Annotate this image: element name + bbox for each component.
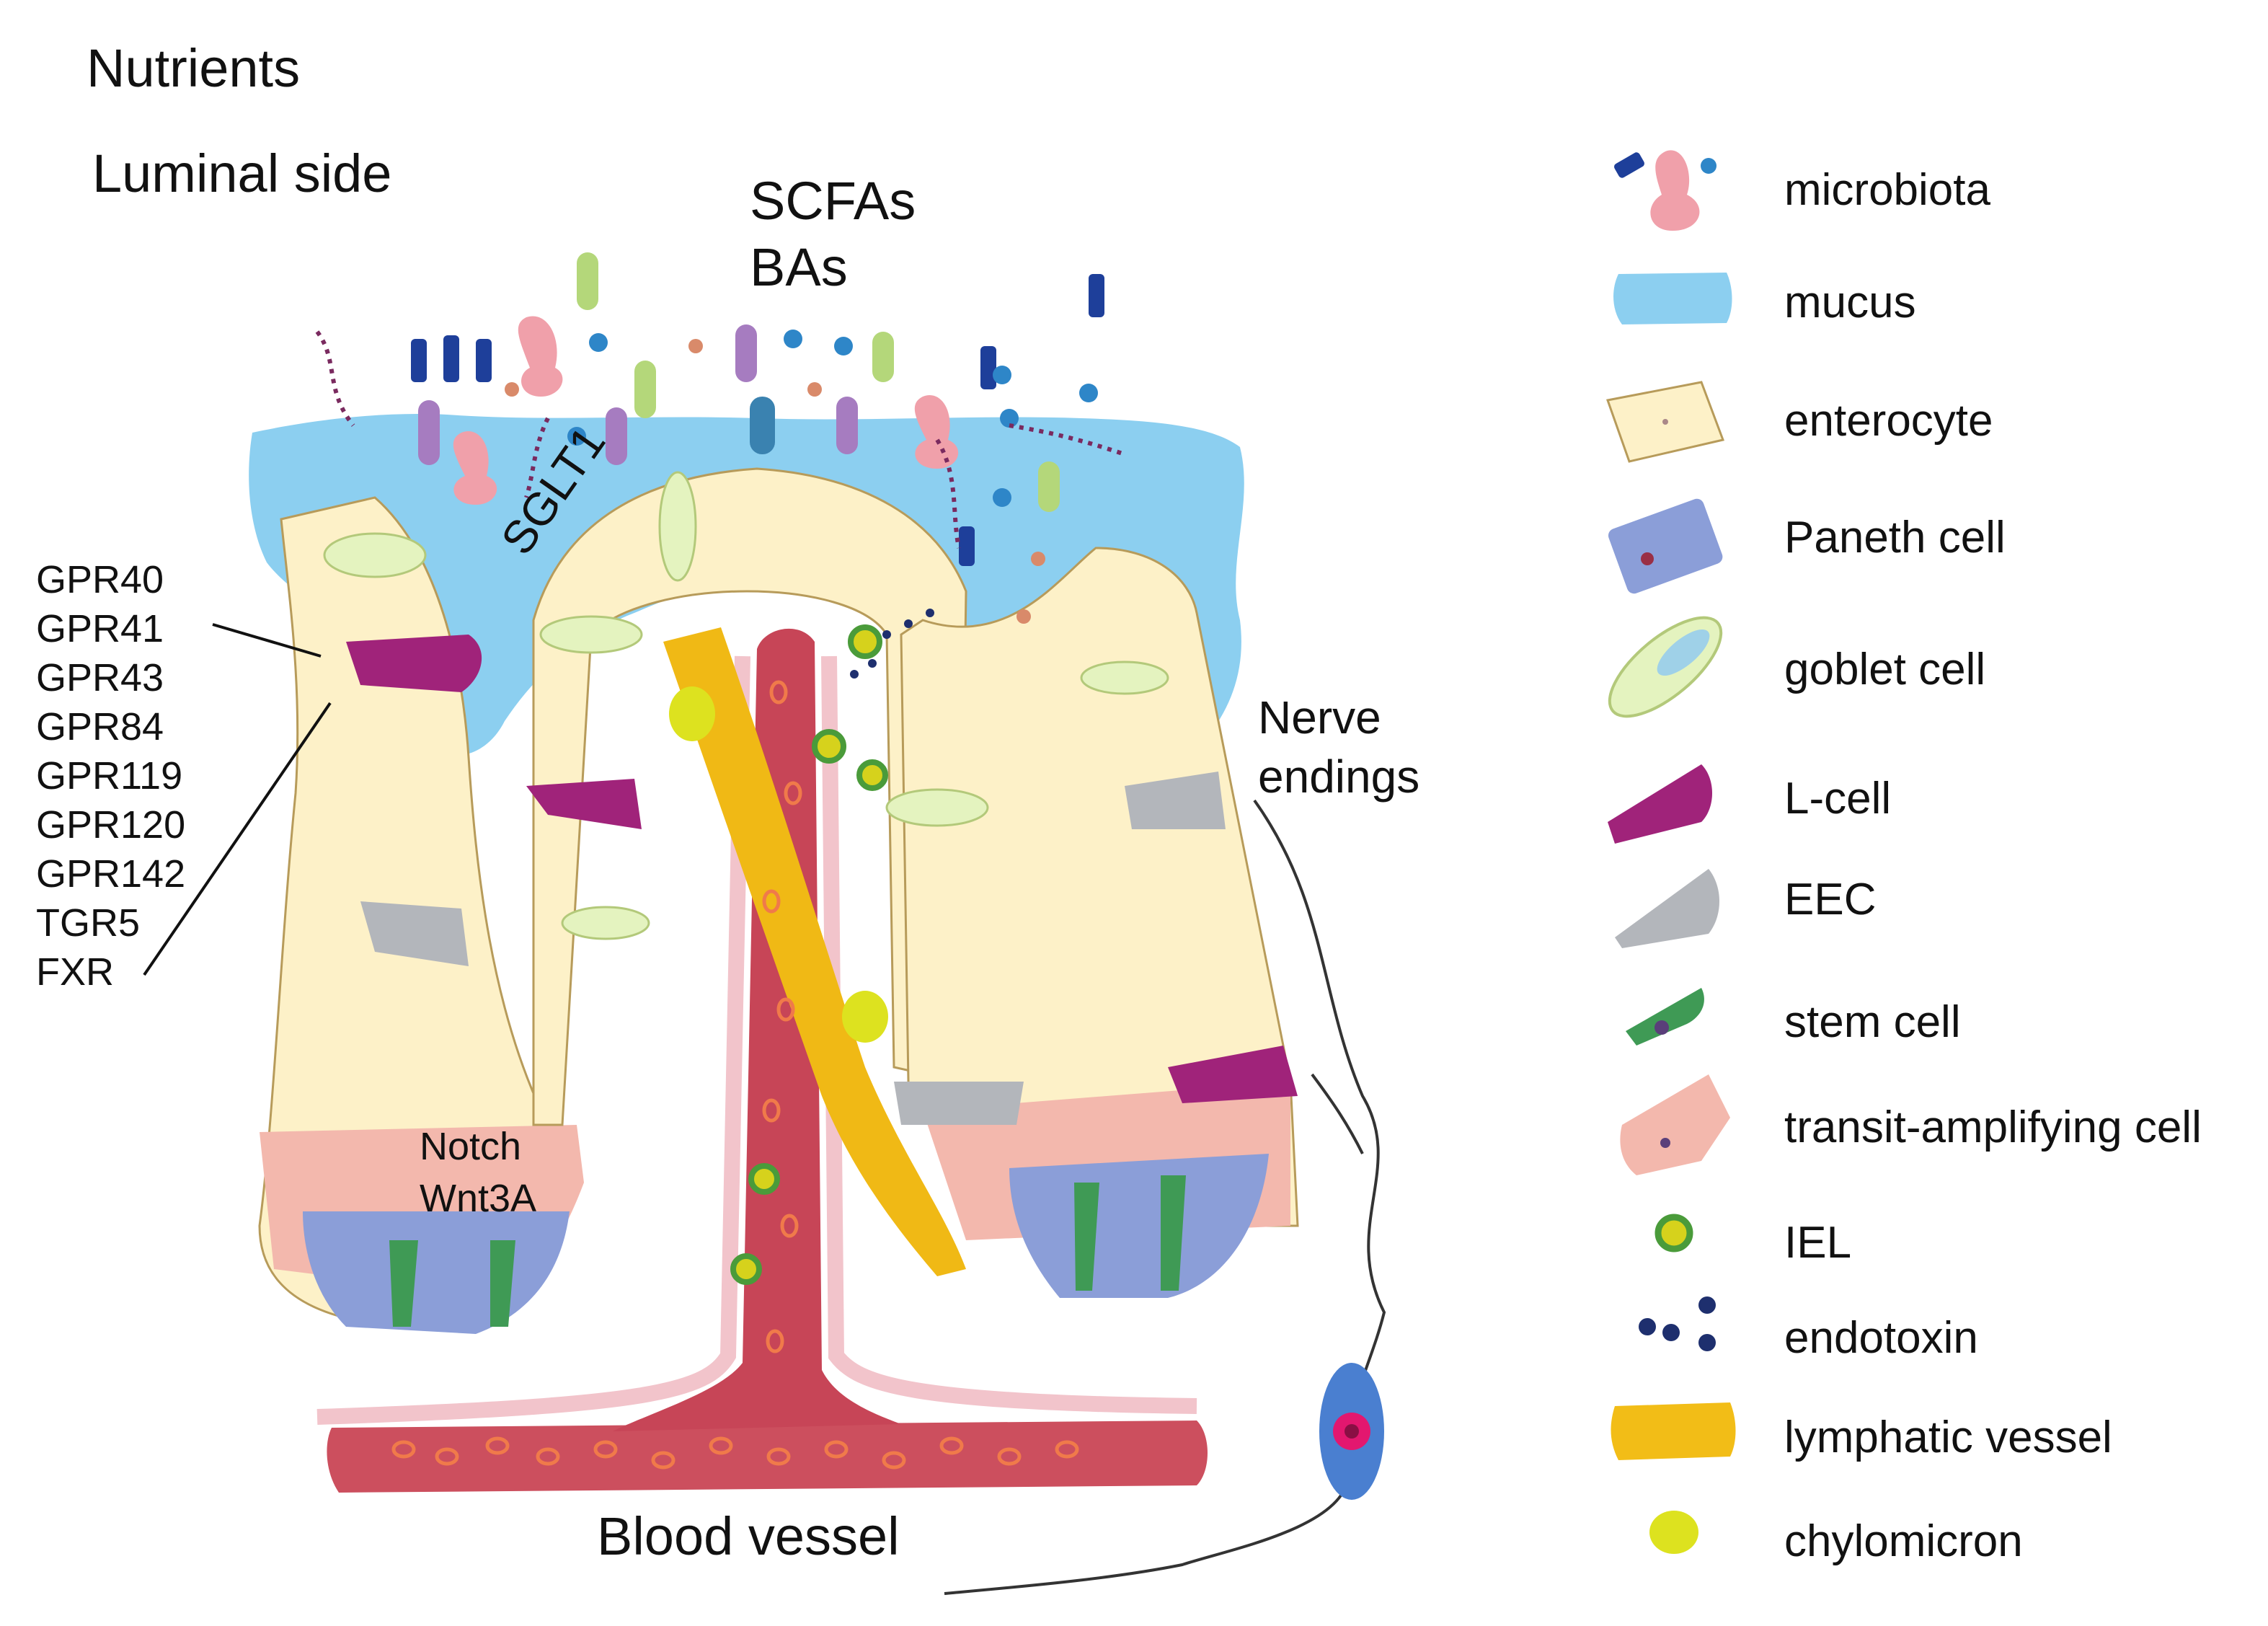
mucus-icon xyxy=(1613,273,1732,324)
legend-label-eec: EEC xyxy=(1784,875,1877,924)
legend-label-l-cell: L-cell xyxy=(1784,774,1892,823)
lymphatic-vessel xyxy=(663,627,966,1276)
legend-label-paneth: Paneth cell xyxy=(1784,513,2006,562)
l-cell xyxy=(346,635,482,692)
receptor-pointer xyxy=(143,702,332,976)
legend-label-enterocyte: enterocyte xyxy=(1784,396,1993,446)
bas-label: BAs xyxy=(750,237,848,297)
receptor-item: FXR xyxy=(36,950,114,994)
eec-icon xyxy=(1615,869,1719,948)
legend-label-iel: IEL xyxy=(1784,1218,1852,1268)
goblet-cell xyxy=(539,615,643,654)
red-blood-cells xyxy=(391,680,1079,1470)
lymphatic-vessel-icon xyxy=(1611,1402,1736,1460)
legend-label-microbiota: microbiota xyxy=(1784,165,1990,215)
receptor-item: GPR84 xyxy=(36,705,164,748)
receptor-item: GPR120 xyxy=(36,803,186,847)
l-cell xyxy=(526,779,642,829)
receptor-pointer xyxy=(212,623,322,658)
endothelium xyxy=(316,655,750,1425)
goblet-cell xyxy=(658,471,697,582)
l-cell-icon xyxy=(1608,764,1712,844)
stem-cell-icon xyxy=(1626,988,1704,1046)
l-cell xyxy=(1168,1046,1298,1103)
legend-label-chylomicron: chylomicron xyxy=(1784,1516,2023,1566)
iel-icon xyxy=(1655,1214,1693,1252)
eec xyxy=(894,1082,1024,1125)
legend-label-endotoxin: endotoxin xyxy=(1784,1313,1978,1363)
transit-amplifying-cell-icon xyxy=(1620,1074,1730,1175)
paneth-cell-icon xyxy=(1608,498,1723,594)
microbiota-icon xyxy=(1614,150,1716,231)
blood-vessel-label: Blood vessel xyxy=(597,1506,900,1566)
enterocyte-icon xyxy=(1606,381,1725,463)
endotoxin-icon xyxy=(1639,1296,1716,1351)
legend-label-transit: transit-amplifying cell xyxy=(1784,1103,2202,1152)
goblet-cell xyxy=(323,532,427,578)
iel xyxy=(730,1253,762,1285)
legend-label-goblet: goblet cell xyxy=(1784,645,1986,694)
goblet-cell xyxy=(561,906,650,940)
goblet-cell xyxy=(885,788,989,827)
nutrients-label: Nutrients xyxy=(87,38,301,98)
receptor-list: GPR40 GPR41 GPR43 GPR84 GPR119 GPR120 GP… xyxy=(36,555,185,997)
chylomicron xyxy=(669,686,715,741)
legend-label-lymphatic: lymphatic vessel xyxy=(1784,1413,2112,1462)
iel xyxy=(748,1163,780,1195)
legend-icons xyxy=(1606,150,1736,1554)
nerve-label: Nerve xyxy=(1258,692,1381,743)
eec xyxy=(1125,772,1226,829)
nerve-ending xyxy=(944,799,1386,1595)
goblet-cell xyxy=(1080,660,1169,695)
notch-label: Notch xyxy=(420,1125,522,1168)
receptor-item: GPR142 xyxy=(36,852,186,896)
receptor-item: GPR119 xyxy=(36,754,183,797)
goblet-cell-icon xyxy=(1608,616,1723,718)
eec xyxy=(360,901,469,966)
receptor-item: TGR5 xyxy=(36,901,141,945)
legend-label-stem: stem cell xyxy=(1784,997,1961,1047)
capillary xyxy=(613,628,901,1431)
receptor-item: GPR41 xyxy=(36,607,164,650)
iel xyxy=(856,759,888,791)
receptor-item: GPR43 xyxy=(36,656,164,699)
chylomicron xyxy=(842,991,888,1043)
right-villus xyxy=(900,547,1299,1298)
chylomicron-icon xyxy=(1649,1511,1698,1554)
scfas-label: SCFAs xyxy=(750,171,916,231)
iel xyxy=(812,729,846,764)
endotoxin xyxy=(850,609,934,679)
receptor-item: GPR40 xyxy=(36,558,164,601)
legend-label-mucus: mucus xyxy=(1784,278,1916,327)
endings-label: endings xyxy=(1258,751,1420,803)
luminal-side-label: Luminal side xyxy=(92,143,392,203)
iel xyxy=(848,624,882,659)
microbiota xyxy=(315,252,1125,624)
wnt3a-label: Wnt3A xyxy=(420,1177,537,1220)
